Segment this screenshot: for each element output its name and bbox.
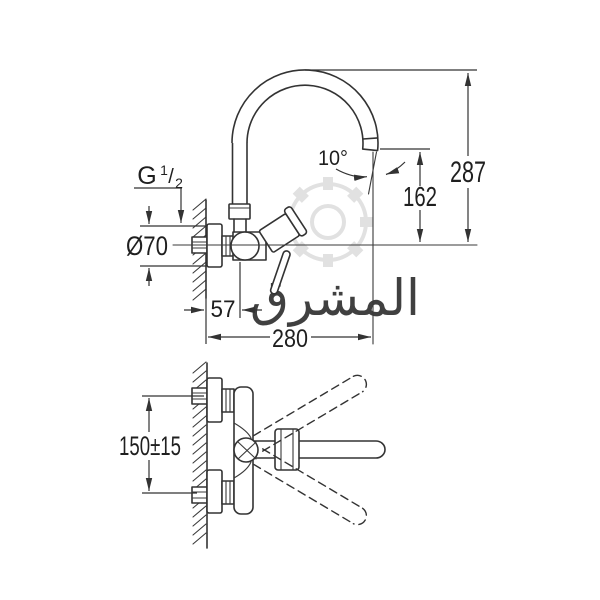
thread-label-numerator: 1 <box>160 162 168 178</box>
reach-label: 280 <box>272 325 308 353</box>
escutcheon-diameter-label: Ø70 <box>126 231 168 261</box>
dimension-thread-g12: G 1 / 2 <box>134 162 185 223</box>
plan-view: 150±15 <box>119 361 386 549</box>
wall-offset-label: 57 <box>211 296 236 323</box>
outlet-height-label: 162 <box>403 181 437 212</box>
lower-supply-connection <box>191 469 235 514</box>
dimension-280: 280 <box>208 325 371 353</box>
pivot-cross-mark <box>237 441 257 460</box>
side-view <box>172 69 478 345</box>
thread-label-g: G <box>137 162 156 190</box>
riser-pipe <box>228 142 251 233</box>
dimension-150: 150±15 <box>119 395 204 494</box>
aerator-line <box>362 137 379 140</box>
dimension-287: 287 <box>305 69 486 242</box>
union-nut <box>221 235 235 257</box>
thread-label-slash: / <box>168 166 174 188</box>
lever-handle <box>269 250 291 295</box>
swivel-range-lower <box>252 448 367 526</box>
dimension-162: 162 <box>380 148 437 242</box>
ball-joint <box>230 231 260 261</box>
spout-arc <box>231 69 379 152</box>
body-contour-lines <box>233 422 252 479</box>
dimension-angle-10: 10° <box>318 147 406 182</box>
dimensions-side-view: G 1 / 2 Ø70 57 280 10° <box>126 69 486 353</box>
swivel-range-upper <box>252 374 367 452</box>
dimension-escutcheon-diameter: Ø70 <box>126 206 206 286</box>
cartridge-housing <box>258 206 308 253</box>
dimension-57: 57 <box>184 262 262 344</box>
outlet-angle-label: 10° <box>318 147 348 170</box>
upper-supply-connection <box>191 377 235 423</box>
connection-spacing-label: 150±15 <box>119 431 181 461</box>
stream-angle-line <box>367 151 378 195</box>
thread-label-denominator: 2 <box>175 175 183 191</box>
spout-height-label: 287 <box>450 156 486 189</box>
